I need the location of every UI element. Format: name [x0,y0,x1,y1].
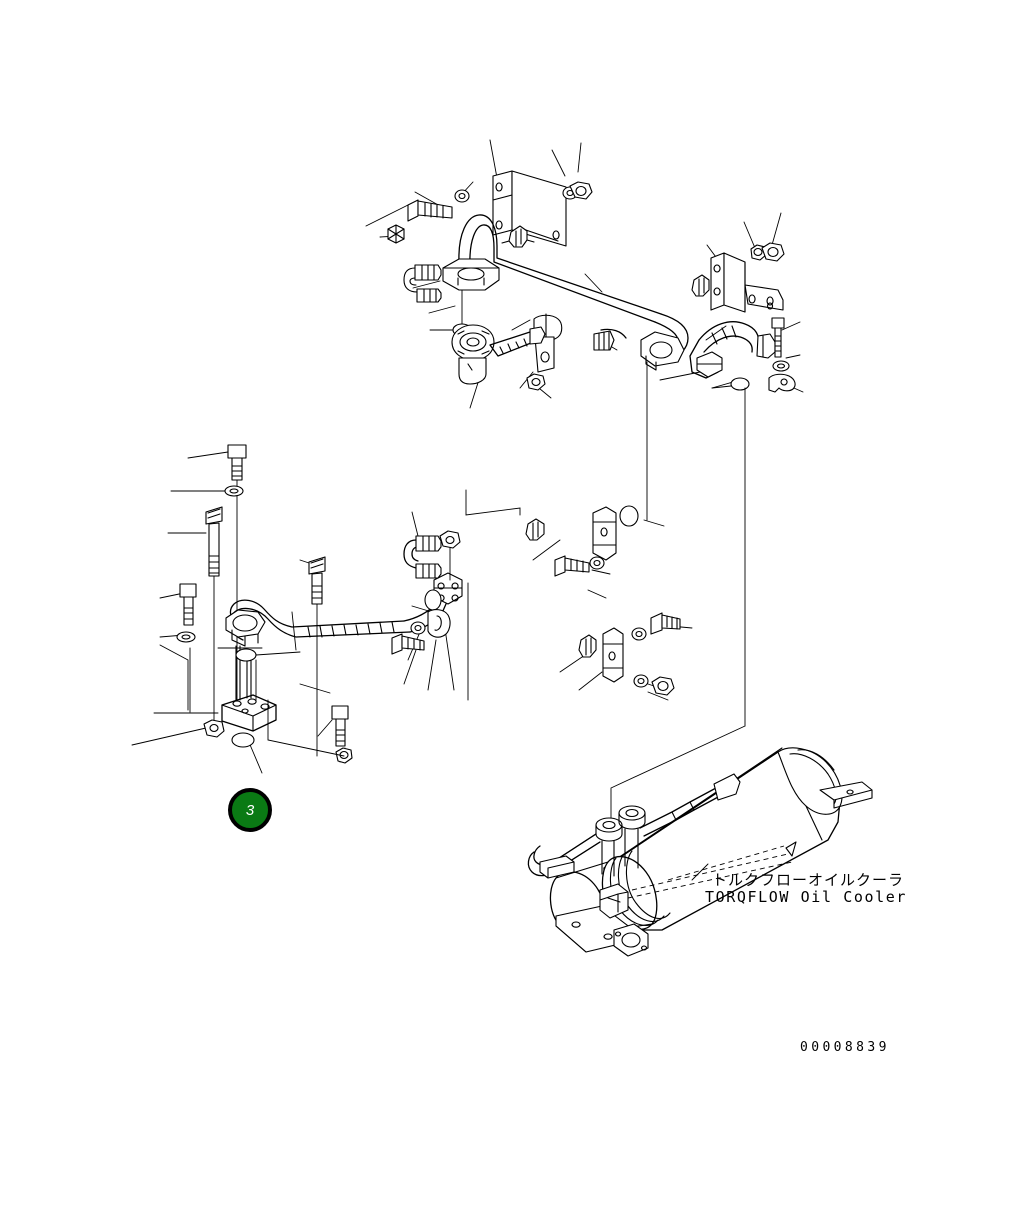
cooler-shell-edge2 [603,751,779,869]
upper-right-bolt [771,317,785,358]
upper-bolt-threaded-left [407,199,453,222]
cooler-bottom-flange [613,923,649,957]
upper-mid-nut [526,373,546,391]
cooler-arrow-head [785,841,797,857]
callout-marker-3[interactable]: 3 [228,788,272,832]
lower-hook-clamp [427,609,451,638]
lower-frame-leaders [189,647,345,757]
upper-tube-clamp [501,225,535,248]
lower-block-nut [203,719,225,738]
upper-right-bolt-washer [772,360,790,372]
drawing-part-number: 00008839 [800,1040,890,1055]
lower-bolt-top-left [227,444,247,703]
lower-bolt-centre [308,556,326,757]
lower-short-hose [403,535,442,579]
lower-washer-left [176,631,196,643]
lower-long-bolt [205,506,223,721]
lower-block-cap [235,648,301,662]
upper-washer-left [454,189,470,203]
cooler-port-flanges [595,805,646,877]
upper-right-bracket [710,252,784,313]
lower-tube-flange-left [225,609,266,647]
upper-tube-flange-left [442,258,500,291]
upper-right-hook-clamp [768,373,796,393]
upper-right-clamp [691,274,710,297]
upper-left-elbow-flange [451,324,546,385]
oil-cooler-assembly [527,725,873,957]
cooler-top-leader [610,725,746,819]
lower-mid-clamp [525,518,545,541]
upper-tube-flange-right [640,331,685,371]
lower-washer-bottom-centre [335,747,353,764]
lower-block-oring [231,732,255,748]
cooler-label-leader [691,863,709,881]
upper-mid-hose [593,328,627,351]
lower-mid-washer [410,621,426,635]
upper-right-nut [761,242,785,262]
lower-bolt-left-hex [179,583,197,626]
upper-assembly [365,139,804,727]
cooler-right-foot [819,781,873,809]
cooler-label-english: TORQFLOW Oil Cooler [705,888,907,906]
lower-nut-above-flange [439,530,461,581]
upper-nut-far-left [387,224,405,244]
lower-mid-bolt [391,633,425,655]
lower-assembly [131,444,693,774]
lower-flange-oring [424,589,442,611]
upper-bracket-plate [492,170,567,247]
lower-right-bracket [592,505,639,561]
cooler-label-japanese: トルクフローオイルクーラ [712,871,905,889]
cooler-right-endcap [777,747,843,841]
upper-right-hose [689,321,776,379]
cooler-front-port [599,883,629,919]
upper-nut-right [569,181,593,200]
cooler-hidden-lines [627,845,793,899]
cooler-left-base-pad [539,855,575,879]
cooler-top-rod [639,773,741,837]
lower-washer-top-left [224,485,244,497]
lower-bolt-bottom-centre [331,705,349,747]
upper-hose-elbow-left [403,264,442,303]
cooler-shell-top-edge [611,747,783,863]
upper-right-oring [711,377,750,727]
lower-right-bolt [554,555,605,577]
lower-right-mount-bracket [578,612,681,696]
